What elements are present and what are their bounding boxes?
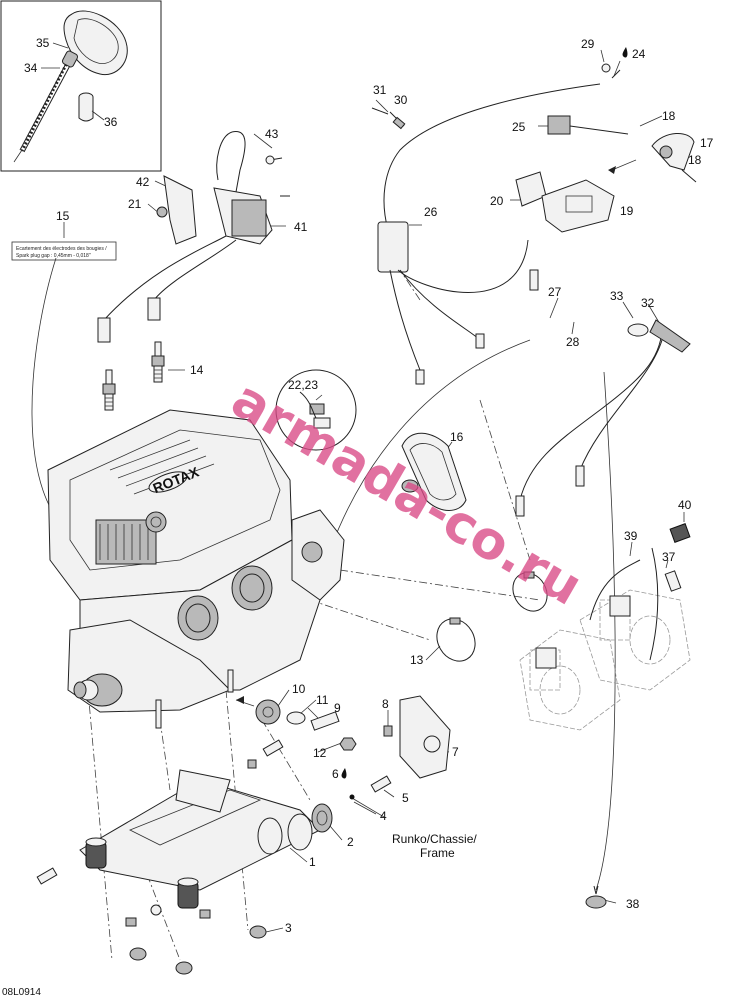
callout-20: 20 <box>490 194 504 208</box>
frame-note-line1: Runko/Chassie/ <box>392 832 477 846</box>
drop-icon <box>341 47 628 779</box>
callout-24: 24 <box>632 47 646 61</box>
callout-42: 42 <box>136 175 150 189</box>
hose-clamps <box>436 571 548 662</box>
callout-6: 6 <box>332 767 339 781</box>
callout-26: 26 <box>424 205 438 219</box>
air-boot <box>401 432 467 511</box>
callout-29: 29 <box>581 37 595 51</box>
callout-labels: 35 34 36 43 42 21 15 41 14 22,23 31 30 2… <box>2 36 714 998</box>
callout-32: 32 <box>641 296 655 310</box>
throttle-cable <box>515 319 691 517</box>
callout-7: 7 <box>452 745 459 759</box>
callout-1: 1 <box>309 855 316 869</box>
callout-25: 25 <box>512 120 526 134</box>
spark-plug-gap-label: Ecartement des électrodes des bougies / … <box>11 241 117 261</box>
handlebar-controls <box>515 63 697 233</box>
engine-block: ROTAX <box>47 409 345 729</box>
inset-box <box>0 0 162 172</box>
spark-label-line2: Spark plug gap : 0,45mm - 0,018" <box>16 253 91 259</box>
callout-14: 14 <box>190 363 204 377</box>
callout-13: 13 <box>410 653 424 667</box>
callout-5: 5 <box>402 791 409 805</box>
carburetors-reference <box>519 589 691 731</box>
callout-22-23: 22,23 <box>288 378 318 392</box>
callout-19: 19 <box>620 204 634 218</box>
starter-handle-rope <box>13 10 128 163</box>
callout-8: 8 <box>382 697 389 711</box>
callout-27: 27 <box>548 285 562 299</box>
callout-38: 38 <box>626 897 640 911</box>
callout-4: 4 <box>380 809 387 823</box>
callout-41: 41 <box>294 220 308 234</box>
callout-33: 33 <box>610 289 624 303</box>
spark-label-line1: Ecartement des électrodes des bougies / <box>16 246 107 252</box>
callout-2: 2 <box>347 835 354 849</box>
callout-28: 28 <box>566 335 580 349</box>
callout-18-bottom: 18 <box>688 153 702 167</box>
callout-16: 16 <box>450 430 464 444</box>
callout-10: 10 <box>292 682 306 696</box>
callout-40: 40 <box>678 498 692 512</box>
callout-17: 17 <box>700 136 714 150</box>
callout-12: 12 <box>313 746 327 760</box>
callout-37: 37 <box>662 550 676 564</box>
callout-36: 36 <box>104 115 118 129</box>
callout-34: 34 <box>24 61 38 75</box>
ignition-coil-assembly <box>97 131 290 343</box>
callout-43: 43 <box>265 127 279 141</box>
connector-detail <box>275 369 357 451</box>
callout-18-top: 18 <box>662 109 676 123</box>
callout-39: 39 <box>624 529 638 543</box>
handle-insert <box>78 92 94 122</box>
primer-hoses <box>589 523 691 661</box>
callout-11: 11 <box>316 693 329 707</box>
callout-35: 35 <box>36 36 50 50</box>
callout-21: 21 <box>128 197 142 211</box>
callout-31: 31 <box>373 83 387 97</box>
engine-mount-parts <box>36 695 607 975</box>
spark-plugs <box>102 341 165 411</box>
callout-9: 9 <box>334 701 341 715</box>
wiring-harness <box>371 83 601 385</box>
callout-15: 15 <box>56 209 70 223</box>
drawing-code: 08L0914 <box>2 987 41 998</box>
callout-3: 3 <box>285 921 292 935</box>
frame-note-line2: Frame <box>420 846 455 860</box>
callout-30: 30 <box>394 93 408 107</box>
